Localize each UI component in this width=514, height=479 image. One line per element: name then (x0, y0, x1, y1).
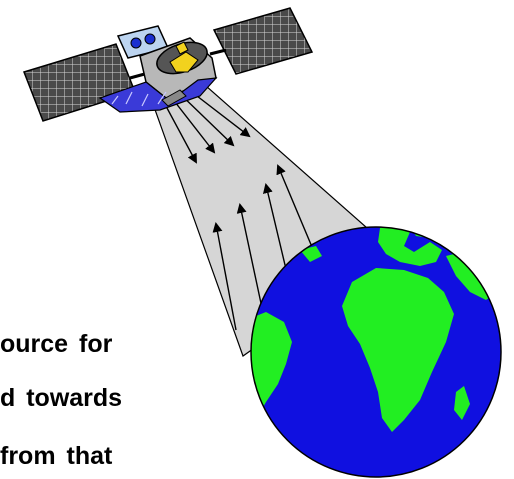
caption-line-3: from that (0, 441, 112, 471)
satellite-icon (24, 8, 312, 121)
caption-line-1: ource for (0, 329, 112, 359)
caption-line-2: d towards (0, 383, 122, 413)
right-solar-panel (214, 8, 312, 74)
